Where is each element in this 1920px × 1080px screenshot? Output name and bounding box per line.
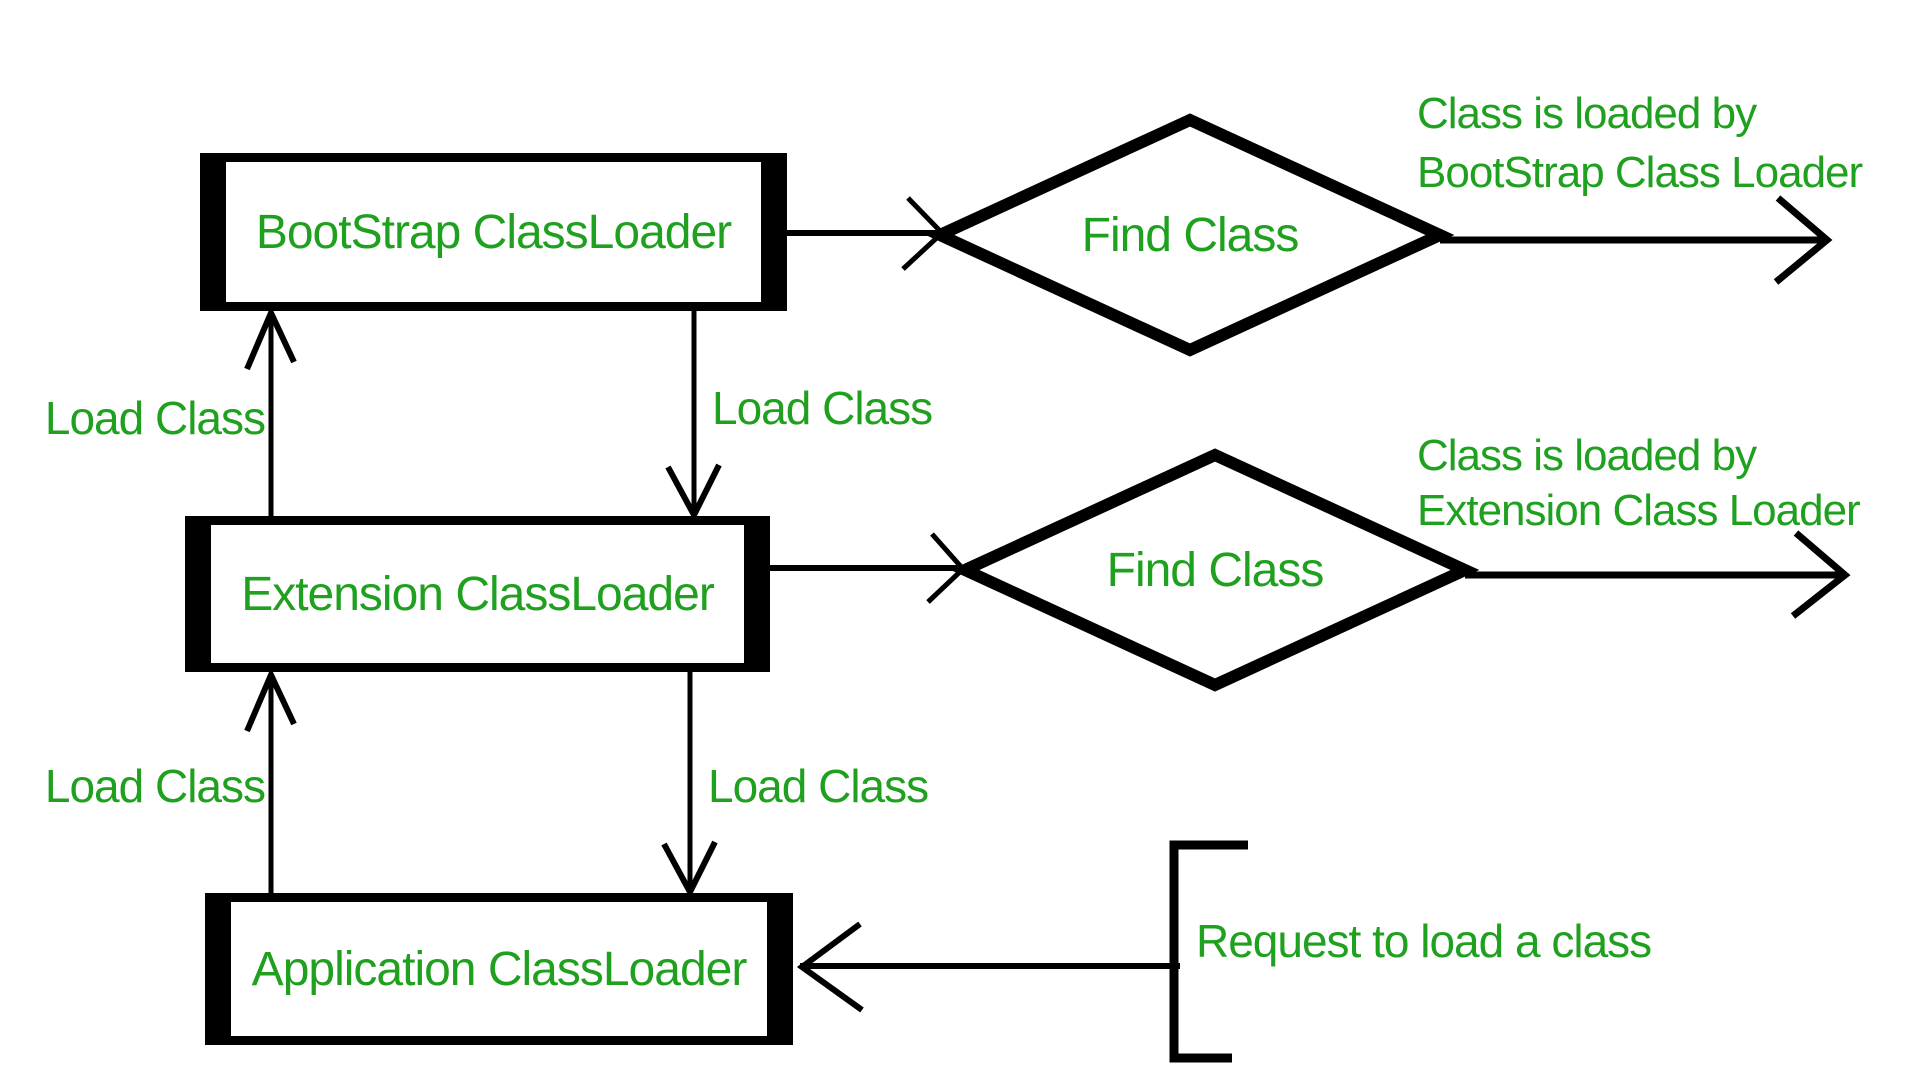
bootstrap-classloader-label: BootStrap ClassLoader <box>255 205 732 259</box>
arrow-bootstrap-to-findclass-head-icon <box>901 196 946 271</box>
find-class-diamond-1 <box>925 113 1455 357</box>
application-classloader-label: Application ClassLoader <box>251 942 748 996</box>
arrow-findclass2-result-head-icon <box>1790 530 1851 619</box>
arrow-extension-to-bootstrap-head-icon <box>244 305 297 371</box>
arrow-findclass1-result-head-icon <box>1773 195 1833 285</box>
arrow-bootstrap-to-extension-head-icon <box>665 463 722 522</box>
bootstrap-classloader-box: BootStrap ClassLoader <box>200 153 787 311</box>
arrow-extension-to-findclass-head-icon <box>926 532 967 604</box>
extension-classloader-box: Extension ClassLoader <box>185 516 770 672</box>
application-classloader-box: Application ClassLoader <box>205 893 793 1045</box>
find-class-diamond-2 <box>950 448 1480 692</box>
arrow-request-to-application-head-icon <box>796 921 864 1013</box>
extension-classloader-label: Extension ClassLoader <box>241 567 715 621</box>
request-bracket-icon <box>1169 840 1248 1063</box>
arrow-application-to-extension-head-icon <box>244 667 297 733</box>
arrow-extension-to-application-head-icon <box>661 840 718 899</box>
